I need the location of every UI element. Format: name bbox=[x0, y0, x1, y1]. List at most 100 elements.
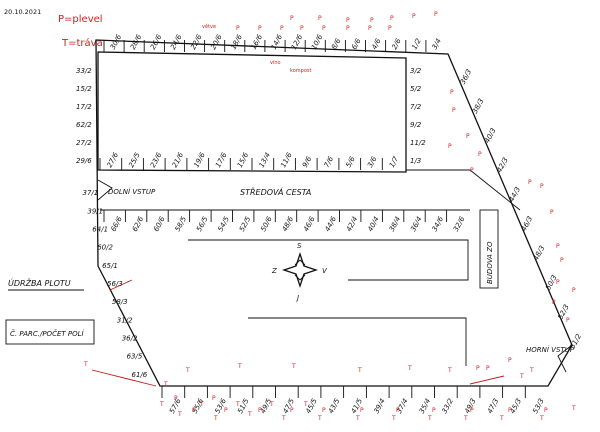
plot-label: 60/2 bbox=[97, 244, 113, 252]
plot-label: 35/4 bbox=[418, 397, 432, 415]
plot-label: 48/3 bbox=[532, 244, 546, 262]
plot-label: 58/3 bbox=[112, 298, 128, 306]
plevel-marker: P bbox=[412, 13, 416, 20]
plevel-marker: P bbox=[556, 279, 560, 286]
plot-label: 16/6 bbox=[250, 33, 265, 51]
plevel-marker: P bbox=[370, 17, 374, 24]
plot-label: 11/6 bbox=[279, 151, 294, 169]
trava-marker: T bbox=[185, 367, 190, 374]
trava-marker: T bbox=[237, 363, 242, 370]
plevel-marker: P bbox=[544, 407, 548, 414]
plot-label: 54/5 bbox=[217, 215, 232, 233]
plot-label: 36/3 bbox=[459, 68, 473, 86]
plevel-marker: P bbox=[450, 89, 454, 96]
plot-label: 8/6 bbox=[330, 37, 343, 51]
budova-label: BUDOVA ZO bbox=[486, 241, 494, 284]
plot-label: 34/6 bbox=[431, 215, 446, 233]
legend-plevel: P=plevel bbox=[58, 14, 103, 25]
trava-marker: T bbox=[571, 405, 576, 412]
plevel-marker: P bbox=[566, 317, 570, 324]
red-line-left bbox=[91, 369, 157, 387]
plot-label: 1/7 bbox=[388, 155, 401, 169]
plevel-marker: P bbox=[322, 25, 326, 32]
dolni-vstup-label: DOLNÍ VSTUP bbox=[108, 187, 156, 196]
plot-label: 1/2 bbox=[411, 37, 424, 51]
plot-label: 47/5 bbox=[282, 397, 297, 415]
plot-label: 52/5 bbox=[238, 215, 253, 233]
compass-w: Z bbox=[271, 267, 277, 275]
trava-marker: T bbox=[539, 415, 544, 422]
plot-label: 5/6 bbox=[344, 155, 357, 169]
plot-label: 65/1 bbox=[102, 262, 118, 270]
plevel-marker: P bbox=[528, 179, 532, 186]
red-line-right bbox=[469, 375, 505, 385]
plevel-marker: P bbox=[224, 407, 228, 414]
plevel-marker: P bbox=[290, 407, 294, 414]
trava-marker: T bbox=[83, 361, 88, 368]
plot-label: 40/4 bbox=[366, 215, 380, 233]
trava-marker: T bbox=[357, 367, 362, 374]
plot-label: 18/6 bbox=[230, 33, 245, 51]
trava-marker: T bbox=[247, 411, 252, 418]
plot-label: 42/4 bbox=[345, 215, 359, 233]
plot-label: 5/2 bbox=[410, 85, 422, 93]
date-label: 20.10.2021 bbox=[4, 8, 41, 16]
plot-label: 15/6 bbox=[236, 151, 251, 169]
plot-label: 7/2 bbox=[410, 103, 422, 111]
plot-label: 11/2 bbox=[410, 139, 426, 147]
trava-marker: T bbox=[407, 365, 412, 372]
trava-marker: T bbox=[199, 401, 204, 408]
outer-boundary bbox=[95, 39, 573, 387]
plot-label: 22/6 bbox=[189, 33, 204, 51]
plot-label: 2/6 bbox=[390, 37, 403, 51]
plot-label: 56/3 bbox=[107, 280, 123, 288]
lower-lane bbox=[248, 317, 467, 366]
plevel-marker: P bbox=[346, 25, 350, 32]
plevel-marker: P bbox=[508, 357, 512, 364]
plot-label: 42/3 bbox=[495, 156, 509, 174]
plevel-marker: P bbox=[192, 407, 196, 414]
diagonal-inner bbox=[406, 169, 521, 211]
trava-marker: T bbox=[177, 411, 182, 418]
plevel-marker: P bbox=[212, 395, 216, 402]
horni-vstup-label: HORNÍ VSTUP bbox=[526, 345, 575, 354]
plot-label: 15/2 bbox=[76, 85, 92, 93]
trava-marker: T bbox=[519, 373, 524, 380]
plevel-marker: P bbox=[434, 11, 438, 18]
plot-label: 51/2 bbox=[569, 332, 584, 350]
plevel-marker: P bbox=[540, 183, 544, 190]
plot-label: 3/6 bbox=[366, 155, 379, 169]
plot-label: 38/4 bbox=[388, 215, 402, 233]
trava-marker: T bbox=[355, 415, 360, 422]
plot-label: 23/6 bbox=[149, 151, 164, 169]
note-vino: víno bbox=[270, 59, 281, 66]
plevel-marker: P bbox=[236, 25, 240, 32]
plot-label: 56/5 bbox=[195, 215, 210, 233]
plevel-marker: P bbox=[556, 243, 560, 250]
plot-label: 27/6 bbox=[106, 151, 121, 169]
plot-label: 3/2 bbox=[410, 67, 422, 75]
plevel-marker: P bbox=[470, 167, 474, 174]
plot-label: 66/6 bbox=[109, 215, 124, 233]
plot-label: 20/6 bbox=[209, 33, 224, 51]
plevel-marker: P bbox=[368, 25, 372, 32]
trava-marker: T bbox=[281, 415, 286, 422]
trava-marker: T bbox=[303, 401, 308, 408]
stredova-cesta-label: STŘEDOVÁ CESTA bbox=[240, 186, 311, 197]
plot-label: 46/6 bbox=[302, 215, 317, 233]
plot-label: 17/6 bbox=[214, 151, 229, 169]
note-kompost: kompost bbox=[290, 68, 311, 74]
plevel-marker: P bbox=[448, 143, 452, 150]
plot-label: 47/3 bbox=[486, 397, 500, 415]
plot-label: 44/6 bbox=[324, 215, 339, 233]
plevel-marker: P bbox=[290, 15, 294, 22]
plevel-marker: P bbox=[486, 365, 490, 372]
trava-marker: T bbox=[499, 415, 504, 422]
plot-label: 62/2 bbox=[76, 121, 92, 129]
trava-marker: T bbox=[529, 367, 534, 374]
plot-label: 24/6 bbox=[169, 33, 184, 51]
plot-label: 50/6 bbox=[259, 215, 274, 233]
plot-label: 58/5 bbox=[174, 215, 189, 233]
